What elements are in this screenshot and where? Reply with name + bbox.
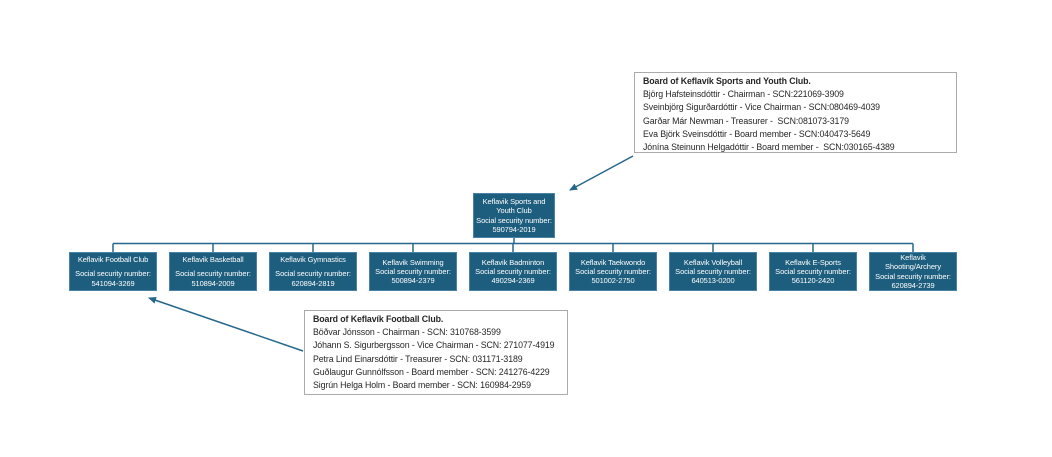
- club-ssn-value: 501002-2750: [591, 276, 635, 286]
- org-node-club: Keflavik Swimming Social security number…: [369, 252, 457, 291]
- club-ssn-value: 620894-2739: [891, 280, 935, 290]
- club-name: Keflavik Taekwondo: [580, 257, 646, 267]
- club-name: Keflavik Badminton: [481, 257, 545, 267]
- board-member-line: Eva Björk Sveinsdóttir - Board member - …: [643, 128, 871, 139]
- club-name: Keflavik Gymnastics: [280, 255, 346, 265]
- club-name: Keflavik Shooting/Archery: [885, 253, 941, 272]
- club-ssn-label: Social security number:: [775, 266, 851, 276]
- board-box-football-club: Board of Keflavík Football Club. Böðvar …: [304, 310, 568, 395]
- board-member-line: Petra Lind Einarsdóttir - Treasurer - SC…: [313, 353, 523, 364]
- club-name: Keflavik E-Sports: [785, 257, 841, 267]
- club-ssn-label: Social security number:: [175, 269, 251, 279]
- club-ssn-label: Social security number:: [675, 266, 751, 276]
- club-name: Keflavik Football Club: [77, 255, 149, 265]
- board-member-line: Sveinbjörg Sigurðardóttir - Vice Chairma…: [643, 102, 880, 113]
- board-member-line: Jónína Steinunn Helgadóttir - Board memb…: [643, 142, 895, 153]
- org-node-root: Keflavik Sports and Youth Club Social se…: [473, 193, 555, 238]
- board-title: Board of Keflavík Sports and Youth Club.: [643, 76, 811, 86]
- board-member-line: Björg Hafsteinsdóttir - Chairman - SCN:2…: [643, 89, 844, 100]
- org-node-club: Keflavik Badminton Social security numbe…: [469, 252, 557, 291]
- board-member-list: Björg Hafsteinsdóttir - Chairman - SCN:2…: [643, 88, 948, 154]
- board-member-line: Garðar Már Newman - Treasurer - SCN:0810…: [643, 115, 849, 126]
- org-node-club: Keflavik Basketball Social security numb…: [169, 252, 257, 291]
- club-name: Keflavik Volleyball: [683, 257, 743, 267]
- board-member-line: Jóhann S. Sigurbergsson - Vice Chairman …: [313, 340, 555, 351]
- club-name: Keflavik Swimming: [382, 257, 444, 267]
- club-ssn-value: 510894-2009: [191, 278, 235, 288]
- arrow-to-root-node: [569, 155, 634, 191]
- board-member-line: Böðvar Jónsson - Chairman - SCN: 310768-…: [313, 327, 501, 338]
- board-member-list: Böðvar Jónsson - Chairman - SCN: 310768-…: [313, 326, 559, 392]
- board-box-sports-youth-club: Board of Keflavík Sports and Youth Club.…: [634, 72, 957, 153]
- org-node-club: Keflavik Volleyball Social security numb…: [669, 252, 757, 291]
- org-node-club: Keflavik Gymnastics Social security numb…: [269, 252, 357, 291]
- club-ssn-value: 490294-2369: [491, 276, 535, 286]
- org-node-club: Keflavik E-Sports Social security number…: [769, 252, 857, 291]
- org-node-club: Keflavik Football Club Social security n…: [69, 252, 157, 291]
- club-ssn-value: 500894-2379: [391, 276, 435, 286]
- root-ssn-label: Social security number:: [476, 215, 552, 225]
- board-member-line: Guðlaugur Gunnólfsson - Board member - S…: [313, 366, 550, 377]
- club-ssn-label: Social security number:: [575, 266, 651, 276]
- board-title: Board of Keflavík Football Club.: [313, 314, 444, 324]
- org-node-club: Keflavik Shooting/Archery Social securit…: [869, 252, 957, 291]
- root-ssn-value: 590794-2019: [492, 224, 536, 234]
- org-node-club: Keflavik Taekwondo Social security numbe…: [569, 252, 657, 291]
- club-ssn-label: Social security number:: [275, 269, 351, 279]
- club-ssn-value: 561120-2420: [791, 276, 835, 286]
- club-ssn-value: 620894-2819: [291, 278, 335, 288]
- board-member-line: Sigrún Helga Holm - Board member - SCN: …: [313, 380, 531, 391]
- club-ssn-label: Social security number:: [475, 266, 551, 276]
- club-ssn-label: Social security number:: [75, 269, 151, 279]
- club-ssn-label: Social security number:: [875, 271, 951, 281]
- club-ssn-value: 640513-0200: [691, 276, 735, 286]
- club-ssn-value: 541094-3269: [91, 278, 135, 288]
- club-name: Keflavik Basketball: [182, 255, 244, 265]
- arrow-to-football-club-node: [148, 296, 304, 352]
- root-club-name: Keflavik Sports and Youth Club: [482, 197, 546, 216]
- club-ssn-label: Social security number:: [375, 266, 451, 276]
